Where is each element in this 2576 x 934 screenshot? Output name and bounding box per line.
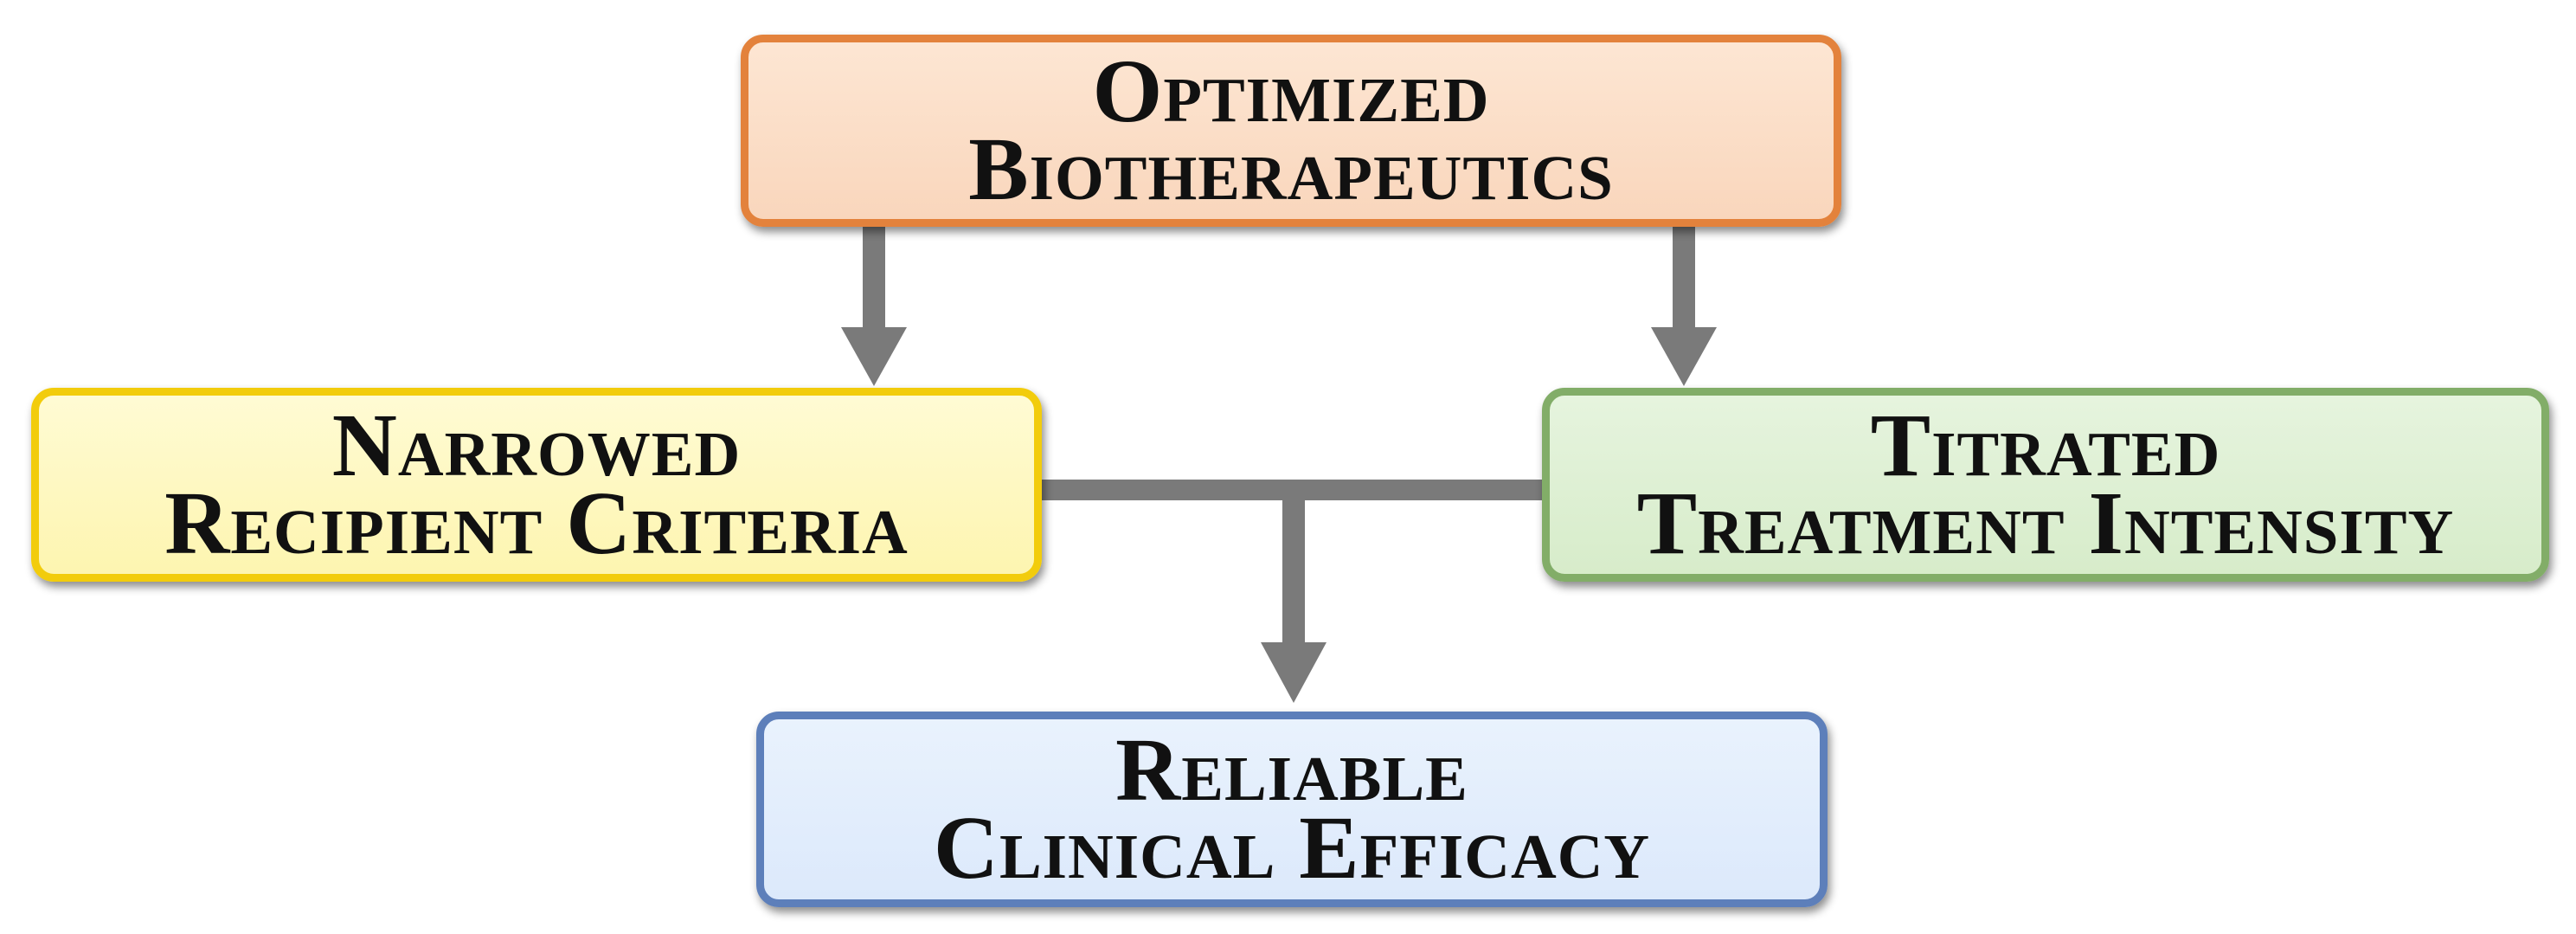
- node-top-line-2: Biotherapeutics: [968, 119, 1614, 219]
- arrow-top-to-left-head: [841, 327, 907, 386]
- node-bottom-line-2: Clinical Efficacy: [933, 798, 1651, 898]
- node-left-line-1: Narrowed: [331, 396, 742, 495]
- arrow-top-to-right-head: [1651, 327, 1717, 386]
- node-titrated-treatment-intensity: Titrated Treatment Intensity: [1542, 388, 2549, 582]
- arrow-merge-to-bottom-head: [1261, 642, 1327, 703]
- node-narrowed-recipient-criteria: Narrowed Recipient Criteria: [31, 388, 1042, 582]
- node-right-line-1: Titrated: [1870, 396, 2221, 495]
- node-optimized-biotherapeutics: Optimized Biotherapeutics: [741, 35, 1841, 227]
- node-left-line-2: Recipient Criteria: [164, 473, 909, 573]
- arrow-top-to-left-shaft: [863, 227, 885, 334]
- arrow-merge-to-bottom-shaft: [1282, 490, 1305, 649]
- arrow-top-to-right-shaft: [1673, 227, 1695, 334]
- node-right-line-2: Treatment Intensity: [1636, 473, 2455, 573]
- node-bottom-line-1: Reliable: [1115, 720, 1468, 820]
- node-top-line-1: Optimized: [1092, 42, 1490, 141]
- node-reliable-clinical-efficacy: Reliable Clinical Efficacy: [756, 712, 1828, 907]
